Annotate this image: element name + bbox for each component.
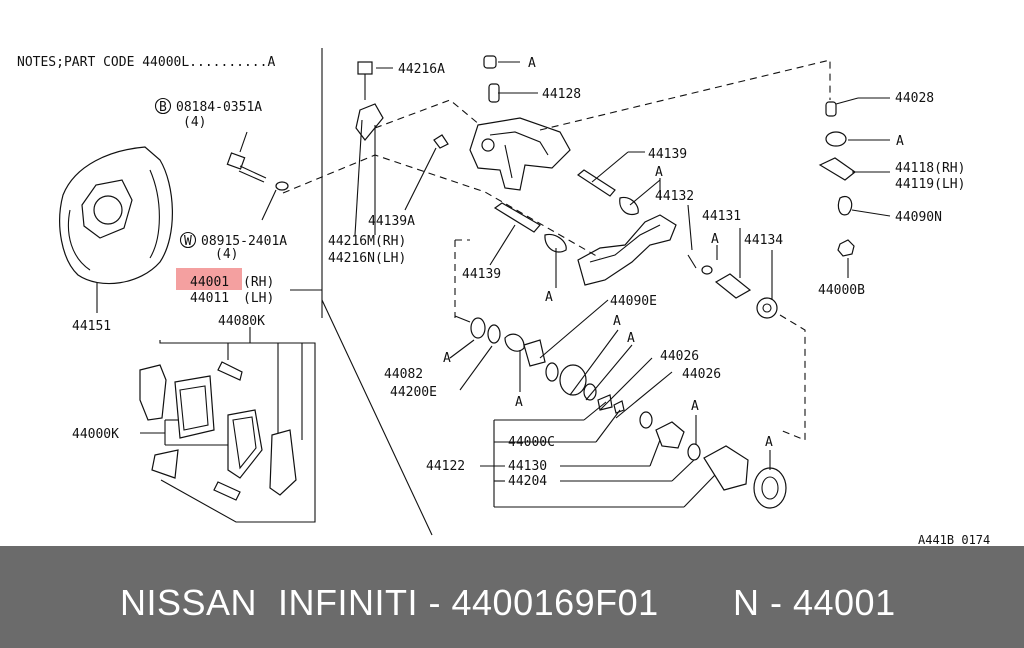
leader-lines <box>290 61 891 508</box>
label-44130: 44130 <box>508 459 547 474</box>
label-qty: (4) <box>183 115 206 130</box>
svg-text:B: B <box>159 100 167 115</box>
label-44122: 44122 <box>426 459 465 474</box>
highlight-44001 <box>176 268 242 290</box>
label-44082: 44082 <box>384 367 423 382</box>
short-part-code: N - 44001 <box>733 582 896 623</box>
label-44000k: 44000K <box>72 427 119 442</box>
notes-text: NOTES;PART CODE 44000L..........A <box>17 55 275 70</box>
label-44139: 44139 <box>648 147 687 162</box>
label-a: A <box>896 134 904 149</box>
label-44216m-rh: 44216M(RH) <box>328 234 406 249</box>
caliper-drawing <box>355 55 857 319</box>
label-a: A <box>765 435 773 450</box>
label-44216n-lh: 44216N(LH) <box>328 251 406 266</box>
label-44001: 44001 <box>190 275 229 290</box>
label-44151: 44151 <box>72 319 111 334</box>
label-a: A <box>515 395 523 410</box>
label-a: A <box>627 331 635 346</box>
label-44204: 44204 <box>508 474 547 489</box>
circled-prefix-b: B <box>154 97 172 115</box>
label-44000c: 44000C <box>508 435 555 450</box>
label-44139a: 44139A <box>368 214 415 229</box>
label-44000b: 44000B <box>818 283 865 298</box>
label-44090n: 44090N <box>895 210 942 225</box>
divider-line <box>321 299 433 536</box>
label-08184-0351a: 08184-0351A <box>176 100 262 115</box>
splash-shield-drawing <box>59 146 173 313</box>
label-44090e: 44090E <box>610 294 657 309</box>
label-a: A <box>613 314 621 329</box>
label-08915-2401a: 08915-2401A <box>201 234 287 249</box>
label-44118-rh: 44118(RH) <box>895 161 965 176</box>
label-a: A <box>655 165 663 180</box>
label-44119-lh: 44119(LH) <box>895 177 965 192</box>
label-44132: 44132 <box>655 189 694 204</box>
bolt-drawing <box>226 131 289 221</box>
circled-prefix-w: W <box>179 231 197 249</box>
label-44216a: 44216A <box>398 62 445 77</box>
label-rh: (RH) <box>243 275 274 290</box>
label-a: A <box>691 399 699 414</box>
label-44028: 44028 <box>895 91 934 106</box>
label-44080k: 44080K <box>218 314 265 329</box>
label-lh: (LH) <box>243 291 274 306</box>
label-a: A <box>528 56 536 71</box>
label-44131: 44131 <box>702 209 741 224</box>
label-44011: 44011 <box>190 291 229 306</box>
label-44128: 44128 <box>542 87 581 102</box>
dashed-reference-lines <box>282 59 831 441</box>
label-a: A <box>545 290 553 305</box>
label-44200e: 44200E <box>390 385 437 400</box>
label-a: A <box>711 232 719 247</box>
label-44026: 44026 <box>682 367 721 382</box>
part-info-footer: NISSAN INFINITI - 4400169F01 N - 44001 <box>0 546 1024 648</box>
label-a: A <box>443 351 451 366</box>
piston-assembly-drawing <box>470 317 787 509</box>
svg-text:W: W <box>184 234 192 249</box>
label-44134: 44134 <box>744 233 783 248</box>
pad-kit-bracket <box>139 327 316 523</box>
label-qty: (4) <box>215 247 238 262</box>
diagram-code: A441B 0174 <box>918 533 990 546</box>
label-44026: 44026 <box>660 349 699 364</box>
brand-part-number: NISSAN INFINITI - 4400169F01 <box>120 582 659 623</box>
label-44139: 44139 <box>462 267 501 282</box>
parts-diagram: B W NOTES;PART CODE 44000L..........A A4… <box>17 48 990 546</box>
